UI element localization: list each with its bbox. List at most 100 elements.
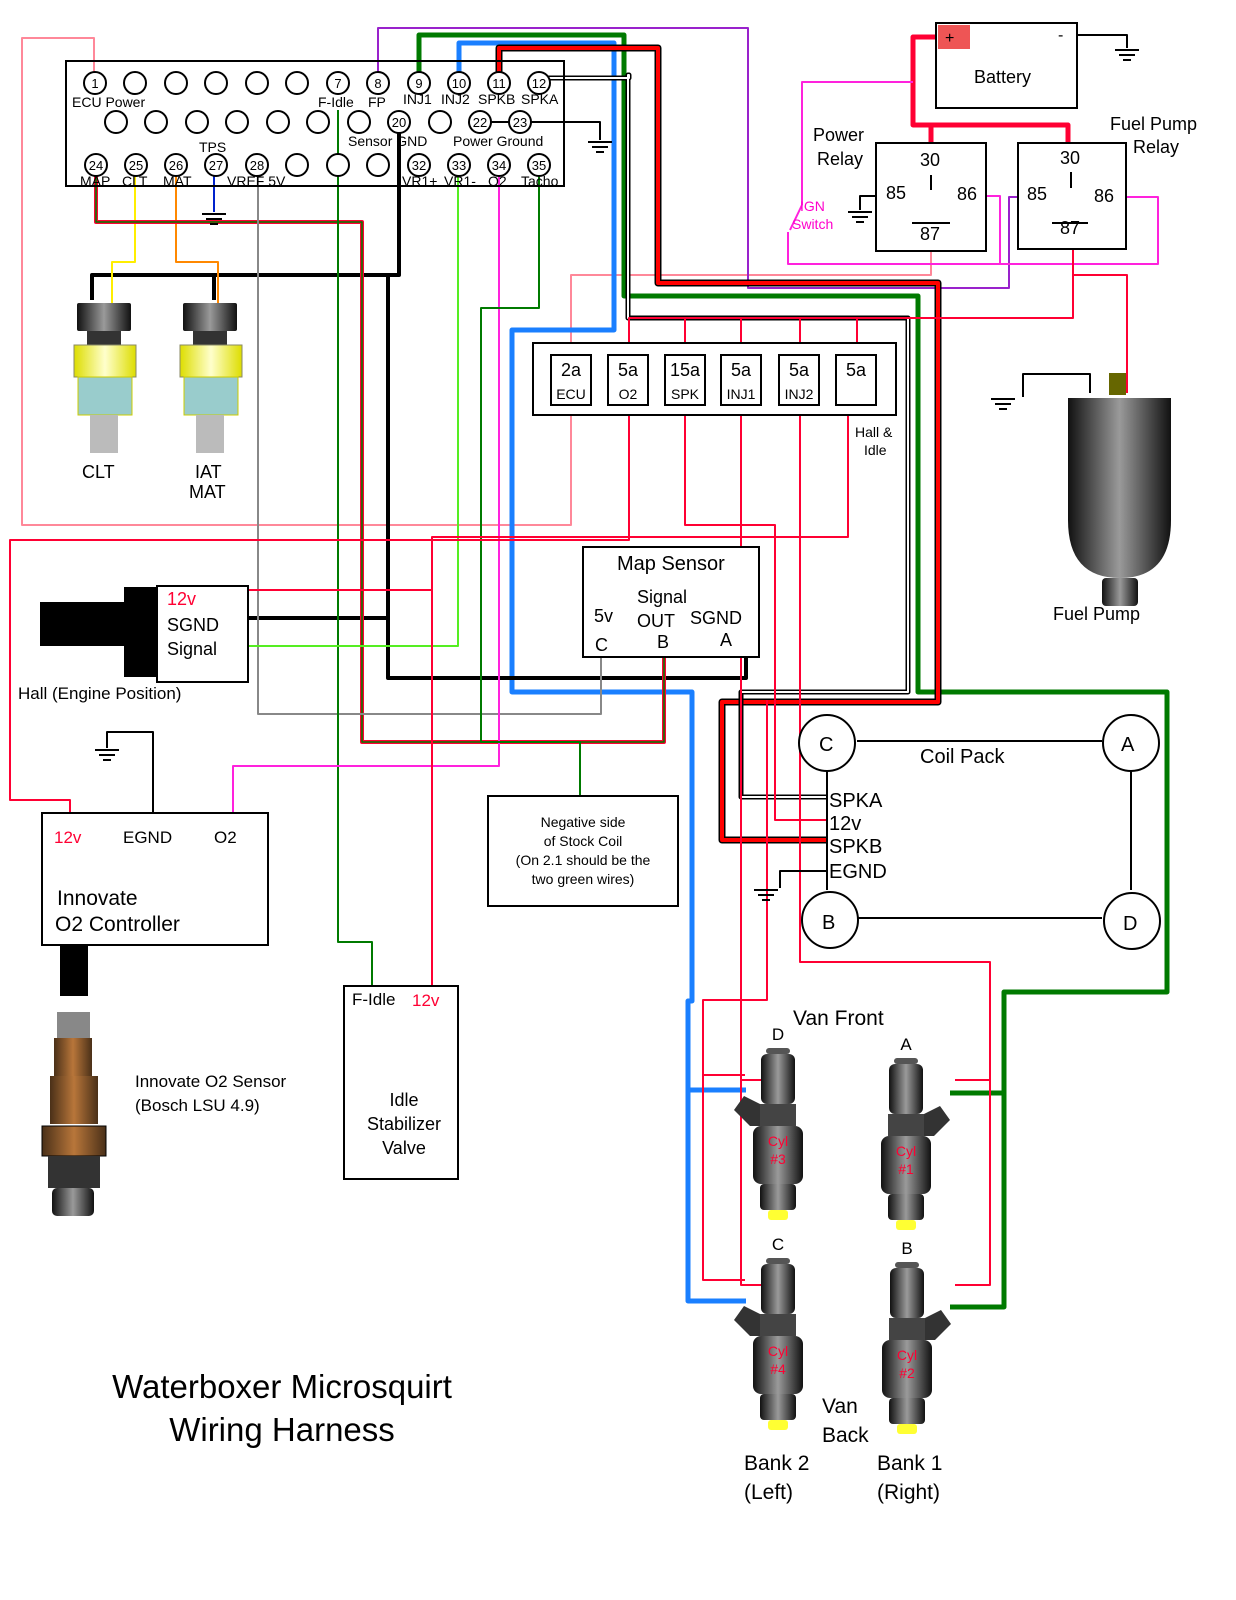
ecu-pin: 27 (204, 153, 228, 177)
wire-fuse-supply (628, 317, 858, 356)
diagram-title-line-1: Waterboxer Microsquirt (112, 1368, 452, 1405)
ecu-pin: 1 (83, 71, 107, 95)
clt-sensor-label: CLT (82, 462, 115, 482)
ecu-pin: 33 (447, 153, 471, 177)
svg-text:Negative side: Negative side (541, 814, 626, 830)
iat-sensor (179, 303, 243, 453)
coil-pack (798, 714, 1161, 950)
ecu-pin: 23 (508, 110, 532, 134)
wire-vr1 (244, 172, 459, 647)
ecu-pin (185, 110, 209, 134)
ecu-pin-number: 23 (513, 115, 527, 130)
ecu-pin (326, 153, 350, 177)
hall-caption: Hall (Engine Position) (18, 684, 181, 703)
battery-label: Battery (974, 67, 1031, 87)
hall-sensor: 12v SGND Signal Hall (Engine Position) (18, 585, 249, 703)
ground-icon (94, 749, 120, 761)
battery: + - Battery (935, 22, 1078, 109)
svg-text:Idle: Idle (864, 442, 887, 458)
svg-text:MAT: MAT (189, 482, 226, 502)
inj1-label: INJ1 (403, 91, 432, 107)
svg-text:Map Sensor: Map Sensor (617, 553, 725, 575)
svg-text:(Bosch LSU 4.9): (Bosch LSU 4.9) (135, 1096, 260, 1115)
ecu-pin (225, 110, 249, 134)
svg-text:SPKA: SPKA (829, 790, 883, 812)
ecu-pin-number: 25 (129, 158, 143, 173)
svg-text:Signal: Signal (167, 639, 217, 659)
svg-text:#4: #4 (770, 1361, 786, 1377)
ground-icon (1114, 49, 1140, 61)
svg-text:two green wires): two green wires) (532, 871, 635, 887)
inj2-label: INJ2 (441, 91, 470, 107)
stock-coil-note: Negative side of Stock Coil (On 2.1 shou… (487, 795, 679, 907)
wire-clt (111, 165, 136, 305)
fuse-rating: 5a (846, 360, 867, 380)
van-front-label: Van Front (793, 1007, 884, 1030)
svg-text:Stabilizer: Stabilizer (367, 1114, 441, 1134)
svg-text:O2: O2 (214, 828, 237, 847)
ground-icon (847, 211, 873, 223)
svg-text:#3: #3 (770, 1151, 786, 1167)
fuse-rating: 5a (731, 360, 752, 380)
svg-text:(Right): (Right) (877, 1481, 940, 1504)
wire-battery-positive (910, 34, 1071, 143)
svg-text:O2 Controller: O2 Controller (55, 913, 180, 936)
ecu-pin: 24 (84, 153, 108, 177)
injector-coil-letter: B (901, 1239, 912, 1258)
map-label: MAP (80, 173, 110, 189)
ecu-pin-number: 7 (334, 76, 341, 91)
svg-text:Innovate: Innovate (57, 887, 138, 910)
ecu-pin: 34 (487, 153, 511, 177)
battery-plus: + (945, 30, 954, 47)
svg-text:SGND: SGND (167, 615, 219, 635)
ecu-pin-number: 1 (91, 76, 98, 91)
ecu-power-label: ECU Power (72, 94, 145, 110)
svg-text:C: C (819, 734, 833, 756)
ground-icon (990, 398, 1016, 410)
svg-text:12v: 12v (829, 813, 861, 835)
ecu-pin: 32 (407, 153, 431, 177)
wire-o2-fuse (9, 406, 630, 813)
ecu-pin: 20 (387, 110, 411, 134)
wires (9, 27, 1170, 1310)
ecu-pin-number: 35 (532, 158, 546, 173)
svg-text:(On 2.1 should be the: (On 2.1 should be the (516, 852, 651, 868)
svg-text:Signal: Signal (637, 587, 687, 607)
ecu-pin: 22 (468, 110, 492, 134)
ign-switch[interactable]: IGN Switch (789, 198, 833, 232)
svg-text:IGN: IGN (800, 198, 825, 214)
power-ground-label: Power Ground (453, 133, 543, 149)
svg-text:86: 86 (1094, 186, 1114, 206)
svg-text:87: 87 (920, 224, 940, 244)
injector-coil-letter: C (772, 1235, 784, 1254)
spkb-label: SPKB (478, 91, 515, 107)
wire-vref (257, 172, 602, 715)
ecu-pin (266, 110, 290, 134)
sensor-gnd-label: Sensor GND (348, 133, 427, 149)
fuse-label: INJ2 (785, 386, 814, 402)
ecu-pin-number: 12 (532, 76, 546, 91)
svg-text:EGND: EGND (829, 861, 887, 883)
svg-text:Back: Back (822, 1424, 869, 1447)
map-sensor: Map Sensor Signal OUT 5v SGND C B A (582, 546, 760, 658)
tacho-label: Tacho (521, 173, 559, 189)
svg-text:85: 85 (886, 183, 906, 203)
ecu-pin-number: 24 (89, 158, 103, 173)
ecu-pin: 35 (527, 153, 551, 177)
ecu-pin-number: 22 (473, 115, 487, 130)
svg-text:87: 87 (1060, 218, 1080, 238)
vr1m-label: VR1- (444, 173, 476, 189)
fuse-label: SPK (671, 386, 700, 402)
ecu-pin (285, 153, 309, 177)
wire-f-idle (337, 110, 373, 987)
injector-cyl: Cyl (768, 1133, 788, 1149)
svg-text:B: B (822, 912, 835, 934)
svg-text:Innovate O2 Sensor: Innovate O2 Sensor (135, 1072, 287, 1091)
fuel-pump-relay: Fuel Pump Relay 30 85 86 87 (1017, 114, 1197, 250)
ecu-pin (366, 153, 390, 177)
ecu-pin: 28 (245, 153, 269, 177)
